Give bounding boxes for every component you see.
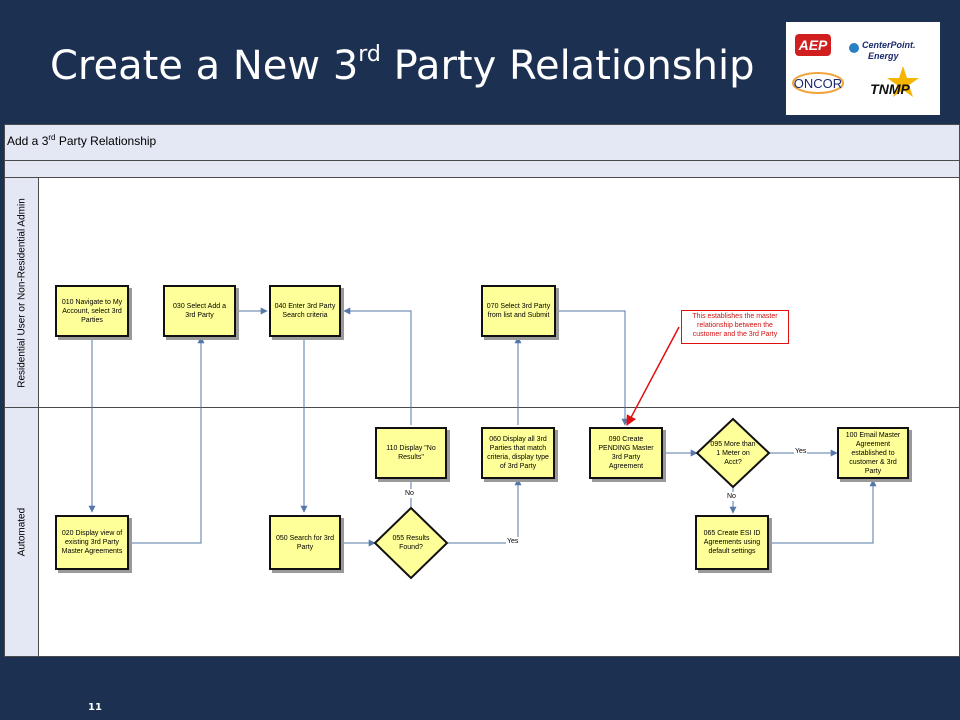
step-060-box: 060 Display all 3rd Parties that match c…	[481, 427, 555, 479]
oncor-logo-icon	[792, 72, 844, 94]
lane-residential-label: Residential User or Non-Residential Admi…	[5, 178, 39, 408]
step-100-box: 100 Email Master Agreement established t…	[837, 427, 909, 479]
diagram-subheader	[5, 161, 959, 178]
edge-110-040	[343, 307, 412, 425]
step-040-box: 040 Enter 3rd Party Search criteria	[269, 285, 341, 337]
edge-065-100	[769, 479, 877, 544]
aep-logo-text: AEP	[798, 37, 828, 53]
page-number: 11	[88, 702, 102, 713]
diagram-header-title: Add a 3rd Party Relationship	[7, 133, 157, 148]
step-065-box: 065 Create ESI ID Agreements using defau…	[695, 515, 769, 570]
callout-note: This establishes the master relationship…	[681, 310, 789, 344]
decision-055-label: 055 Results Found?	[392, 535, 430, 551]
centerpoint-logo-line2: Energy	[868, 51, 900, 61]
partner-logos: AEP CenterPoint. Energy ONCOR TNMP	[786, 22, 940, 115]
edge-label-no-065: No	[726, 492, 737, 501]
decision-095-label: 095 More than 1 Meter on Acct?	[710, 440, 756, 466]
step-010-box: 010 Navigate to My Account, select 3rd P…	[55, 285, 129, 337]
oncor-logo-text: ONCOR	[794, 76, 842, 91]
centerpoint-logo-icon	[849, 43, 859, 53]
tnmp-logo-text: TNMP	[870, 81, 910, 97]
diagram-header: Add a 3rd Party Relationship	[5, 125, 959, 161]
flow-connectors	[88, 307, 877, 580]
edge-label-yes-060: Yes	[506, 537, 520, 546]
edge-070-090	[556, 310, 629, 426]
step-110-box: 110 Display "No Results"	[375, 427, 447, 479]
step-050-box: 050 Search for 3rd Party	[269, 515, 341, 570]
decision-055-shape	[373, 506, 449, 580]
process-diagram: Add a 3rd Party Relationship Residential…	[4, 124, 960, 657]
edge-020-030	[129, 336, 205, 544]
slide-title: Create a New 3rd Party Relationship	[50, 42, 755, 89]
step-090-box: 090 Create PENDING Master 3rd Party Agre…	[589, 427, 663, 479]
edge-055-060	[447, 478, 522, 544]
decision-095-shape	[695, 417, 771, 489]
lane-automated-label: Automated	[5, 408, 39, 656]
step-030-box: 030 Select Add a 3rd Party	[163, 285, 236, 337]
callout-pointer	[626, 326, 680, 426]
lane-divider	[5, 407, 959, 408]
step-070-box: 070 Select 3rd Party from list and Submi…	[481, 285, 556, 337]
tnmp-star-icon	[887, 66, 919, 97]
edge-label-no-110: No	[404, 489, 415, 498]
centerpoint-logo-line1: CenterPoint.	[862, 40, 916, 50]
edge-label-yes-100: Yes	[794, 447, 808, 456]
aep-logo-icon	[795, 34, 831, 56]
step-020-box: 020 Display view of existing 3rd Party M…	[55, 515, 129, 570]
